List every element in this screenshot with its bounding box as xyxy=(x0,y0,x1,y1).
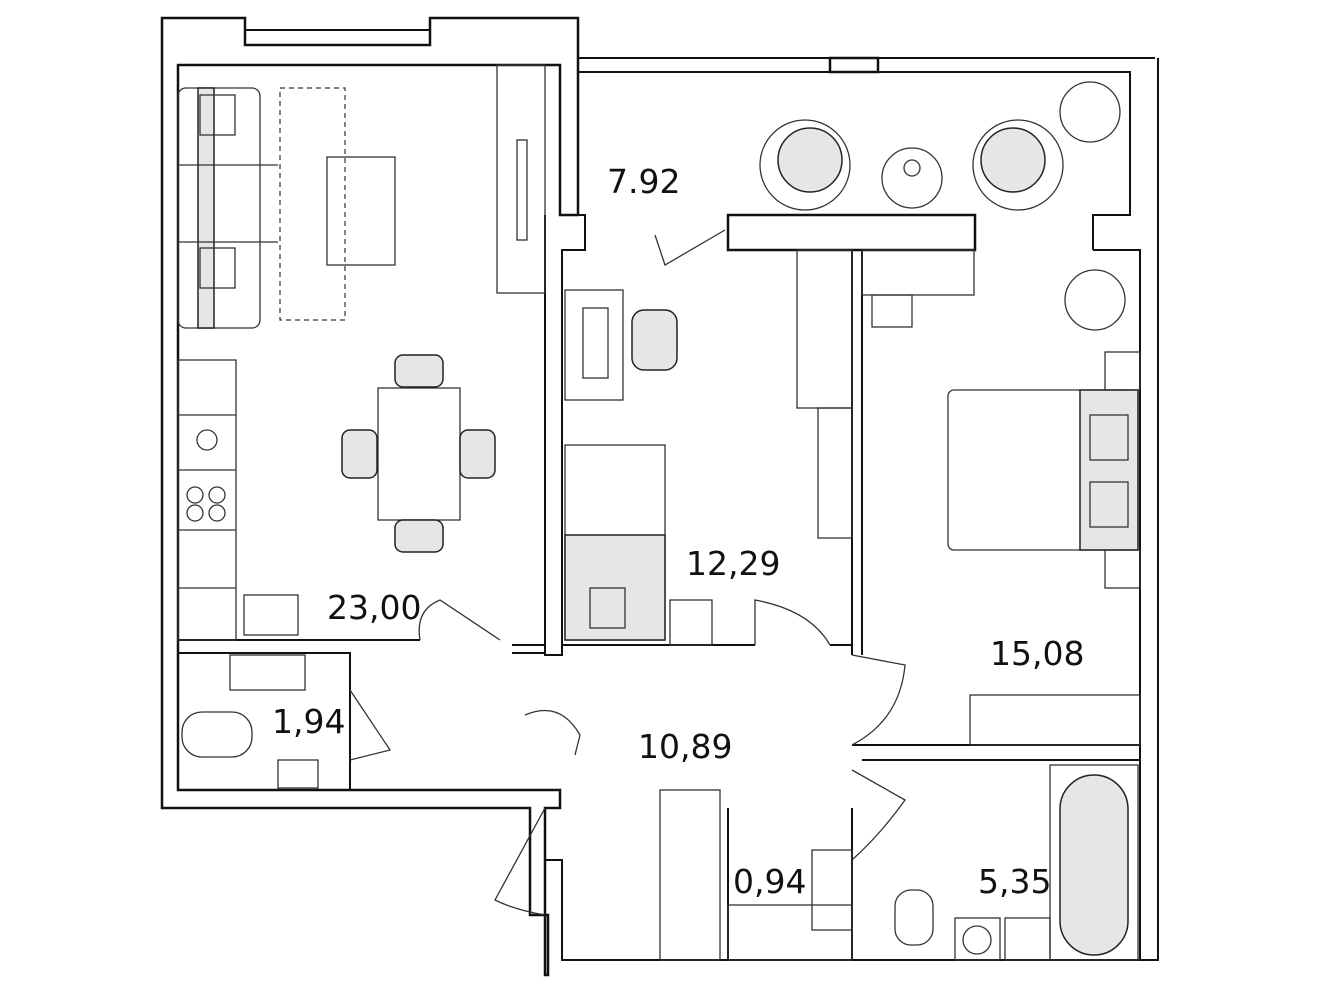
balcony-furniture xyxy=(759,81,1121,211)
bathroom-furniture xyxy=(894,764,1139,961)
room-area-hall: 10,89 xyxy=(638,727,733,766)
tv xyxy=(516,139,528,241)
dining-table xyxy=(341,354,496,553)
wc-furniture xyxy=(181,654,319,789)
room-area-bedroom: 15,08 xyxy=(990,634,1085,673)
bedroom-furniture xyxy=(861,249,1141,746)
doors xyxy=(349,229,906,916)
room-area-study: 12,29 xyxy=(686,544,781,583)
room-area-bathroom: 5,35 xyxy=(978,862,1052,901)
rug xyxy=(279,87,346,321)
study-furniture xyxy=(564,249,853,646)
room-area-balcony: 7.92 xyxy=(607,162,681,201)
kitchen-counter xyxy=(177,359,299,641)
hall-furniture xyxy=(524,709,853,961)
sofa xyxy=(177,87,278,329)
room-area-living-kitchen: 23,00 xyxy=(327,588,422,627)
tv-cabinet xyxy=(496,64,546,294)
room-area-closet: 0,94 xyxy=(733,862,807,901)
room-area-wc: 1,94 xyxy=(272,702,346,741)
coffee-table xyxy=(326,156,396,266)
